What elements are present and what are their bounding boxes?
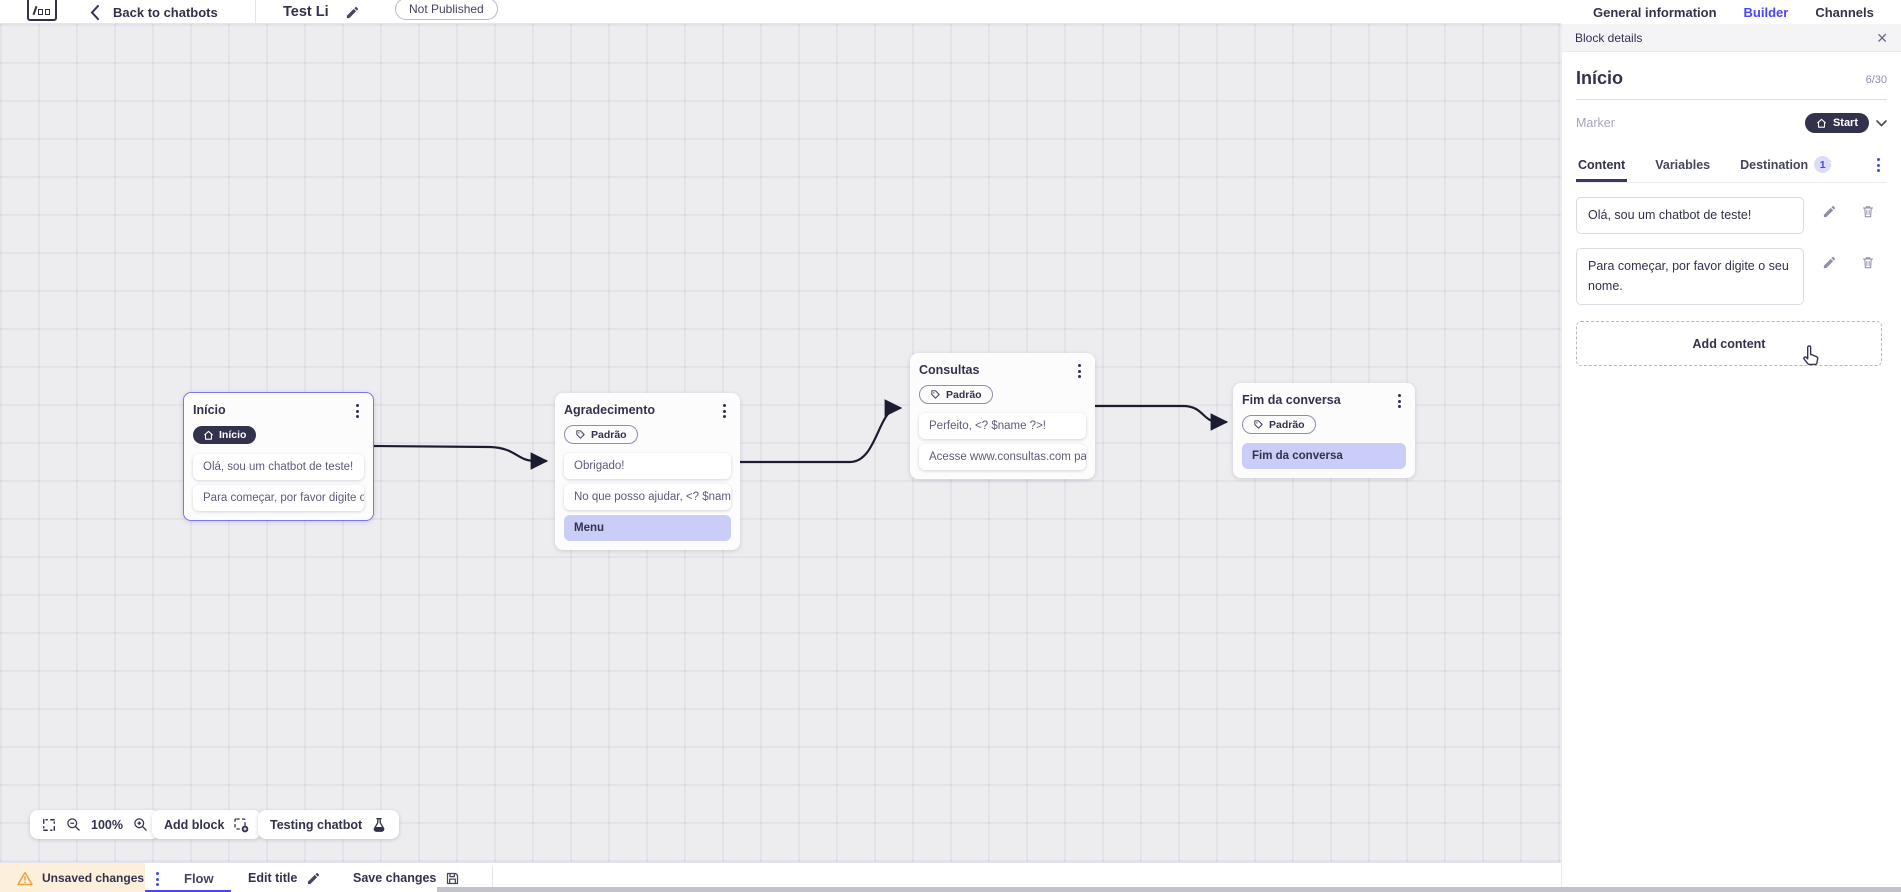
node-title: Agradecimento — [564, 403, 655, 417]
edit-title-pencil-icon[interactable] — [345, 5, 360, 20]
bottombar-divider — [492, 866, 493, 890]
flow-kebab-icon[interactable] — [151, 869, 164, 889]
tag-icon — [576, 430, 585, 439]
node-kebab-icon[interactable] — [351, 401, 364, 421]
flask-icon — [371, 817, 387, 833]
connection-agradecimento-consultas — [738, 399, 903, 464]
node-title: Início — [193, 403, 226, 417]
destination-count-badge: 1 — [1814, 156, 1832, 173]
home-icon — [204, 430, 213, 440]
warning-icon — [17, 871, 33, 885]
node-kebab-icon[interactable] — [1393, 391, 1406, 411]
trash-icon[interactable] — [1861, 204, 1875, 219]
block-name-input[interactable]: Início — [1576, 68, 1624, 88]
tab-content[interactable]: Content — [1576, 152, 1628, 182]
node-message-card[interactable]: Para começar, por favor digite o ... — [193, 484, 364, 511]
flow-node-agradecimento[interactable]: Agradecimento Padrão Obrigado! No que po… — [555, 393, 740, 550]
home-icon — [1816, 118, 1826, 128]
panel-header: Block details ✕ — [1562, 24, 1901, 52]
tab-flow[interactable]: Flow — [184, 870, 214, 886]
edit-title-button[interactable]: Edit title — [248, 863, 321, 892]
fullscreen-icon[interactable] — [42, 818, 56, 832]
panel-header-title: Block details — [1575, 30, 1643, 45]
top-bar: Back to chatbots Test Li Not Published — [0, 0, 1561, 24]
node-title: Fim da conversa — [1242, 393, 1341, 407]
node-end-card[interactable]: Fim da conversa — [1242, 443, 1406, 469]
add-content-button[interactable]: Add content — [1576, 321, 1882, 367]
node-menu-card[interactable]: Menu — [564, 515, 731, 541]
tab-builder[interactable]: Builder — [1741, 0, 1791, 27]
status-badge: Not Published — [395, 0, 498, 20]
node-kebab-icon[interactable] — [1073, 361, 1086, 381]
testing-chatbot-label: Testing chatbot — [270, 817, 363, 832]
start-marker-badge: Início — [193, 426, 257, 444]
node-kebab-icon[interactable] — [718, 401, 731, 421]
padrao-tag-badge: Padrão — [1242, 415, 1316, 434]
padrao-tag-badge: Padrão — [564, 425, 638, 444]
tab-general-information[interactable]: General information — [1593, 5, 1717, 20]
panel-kebab-icon[interactable] — [1872, 155, 1885, 175]
add-block-icon — [233, 817, 249, 833]
hand-cursor-icon — [1800, 344, 1822, 368]
close-icon[interactable]: ✕ — [1876, 29, 1888, 46]
back-label[interactable]: Back to chatbots — [113, 4, 218, 20]
connection-consultas-fim — [1093, 404, 1229, 431]
edit-pencil-icon[interactable] — [1822, 204, 1837, 219]
edit-pencil-icon[interactable] — [1822, 255, 1837, 270]
marker-start-badge[interactable]: Start — [1804, 113, 1869, 133]
marker-label: Marker — [1576, 116, 1615, 130]
save-icon — [447, 872, 459, 884]
char-counter: 6/30 — [1865, 74, 1887, 86]
node-message-card[interactable]: Perfeito, <? $name ?>! — [919, 413, 1086, 439]
flow-canvas[interactable]: Início Início Olá, sou um chatbot de tes… — [0, 24, 1561, 862]
chatbot-title: Test Li — [283, 4, 329, 20]
node-message-card[interactable]: Acesse www.consultas.com par... — [919, 444, 1086, 470]
zoom-level: 100% — [91, 817, 123, 832]
tab-variables[interactable]: Variables — [1655, 157, 1711, 172]
content-text-card[interactable]: Olá, sou um chatbot de teste! — [1576, 197, 1804, 235]
pencil-icon — [308, 872, 320, 884]
block-details-panel: Block details ✕ Início 6/30 Marker Start — [1561, 24, 1901, 892]
add-block-button[interactable]: Add block — [152, 810, 262, 839]
app-logo-icon — [27, 0, 57, 21]
flow-node-fim-da-conversa[interactable]: Fim da conversa Padrão Fim da conversa — [1233, 383, 1415, 478]
unsaved-changes-label: Unsaved changes — [42, 871, 145, 885]
content-text-card[interactable]: Para começar, por favor digite o seu nom… — [1576, 248, 1804, 306]
connection-inicio-agradecimento — [372, 444, 549, 470]
zoom-in-icon[interactable] — [133, 817, 148, 832]
node-message-card[interactable]: Olá, sou um chatbot de teste! — [193, 453, 364, 480]
page-horizontal-scrollbar[interactable] — [437, 887, 1901, 892]
add-block-label: Add block — [164, 817, 225, 832]
chevron-down-icon[interactable] — [1876, 119, 1887, 127]
unsaved-changes-banner: Unsaved changes — [0, 863, 145, 892]
padrao-tag-badge: Padrão — [919, 385, 993, 404]
content-item-row: Para começar, por favor digite o seu nom… — [1576, 248, 1887, 306]
trash-icon[interactable] — [1861, 255, 1875, 270]
builder-nav-tabs: General information Builder Channels — [1561, 0, 1901, 27]
topbar-divider — [255, 0, 256, 23]
save-changes-button[interactable]: Save changes — [353, 863, 460, 892]
testing-chatbot-button[interactable]: Testing chatbot — [258, 810, 400, 839]
back-chevron-icon[interactable] — [90, 4, 99, 20]
flow-node-inicio[interactable]: Início Início Olá, sou um chatbot de tes… — [183, 392, 374, 521]
zoom-toolbar: 100% — [30, 810, 160, 839]
flow-node-consultas[interactable]: Consultas Padrão Perfeito, <? $name ?>! … — [910, 353, 1095, 479]
back-navigation[interactable]: Back to chatbots — [90, 0, 218, 24]
node-message-card[interactable]: Obrigado! — [564, 453, 731, 479]
node-title: Consultas — [919, 363, 980, 377]
node-message-card[interactable]: No que posso ajudar, <? $name ... — [564, 484, 731, 510]
flow-tab-underline — [145, 890, 231, 892]
content-item-row: Olá, sou um chatbot de teste! — [1576, 197, 1887, 235]
tag-icon — [931, 390, 940, 399]
zoom-out-icon[interactable] — [66, 817, 81, 832]
tab-destination[interactable]: Destination 1 — [1738, 150, 1833, 182]
tag-icon — [1254, 420, 1263, 429]
tab-channels[interactable]: Channels — [1815, 5, 1874, 20]
panel-tabs: Content Variables Destination 1 — [1576, 150, 1887, 183]
